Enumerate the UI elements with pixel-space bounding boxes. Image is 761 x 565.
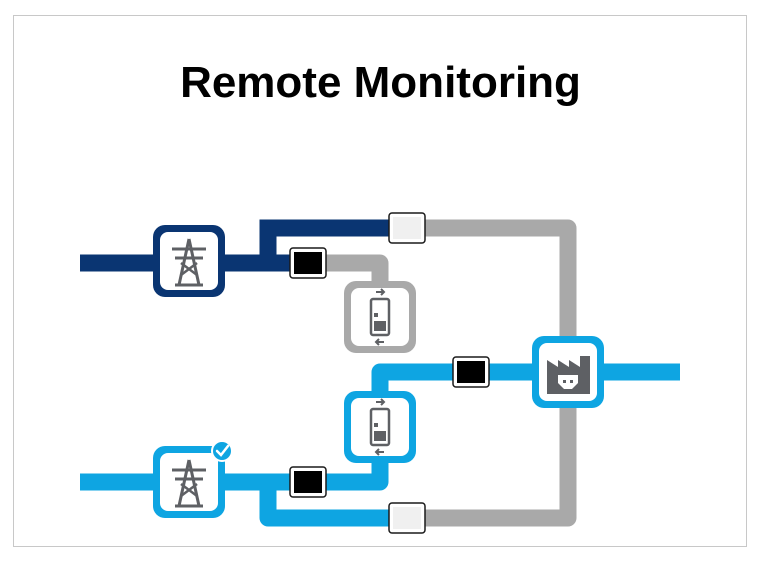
check-icon [211,440,233,462]
breaker-bottom-right [388,502,426,534]
breaker-middle [452,356,490,388]
breaker-top-right [388,212,426,244]
breaker-bottom-left [289,466,327,498]
slide-title: Remote Monitoring [180,58,581,107]
factory-plug-icon [547,356,590,394]
utility-tower-top [153,225,225,297]
utility-tower-bottom [153,440,233,518]
ats-upper [344,281,416,353]
facility-load [532,336,604,408]
ats-lower [344,391,416,463]
breaker-top-left [289,247,327,279]
